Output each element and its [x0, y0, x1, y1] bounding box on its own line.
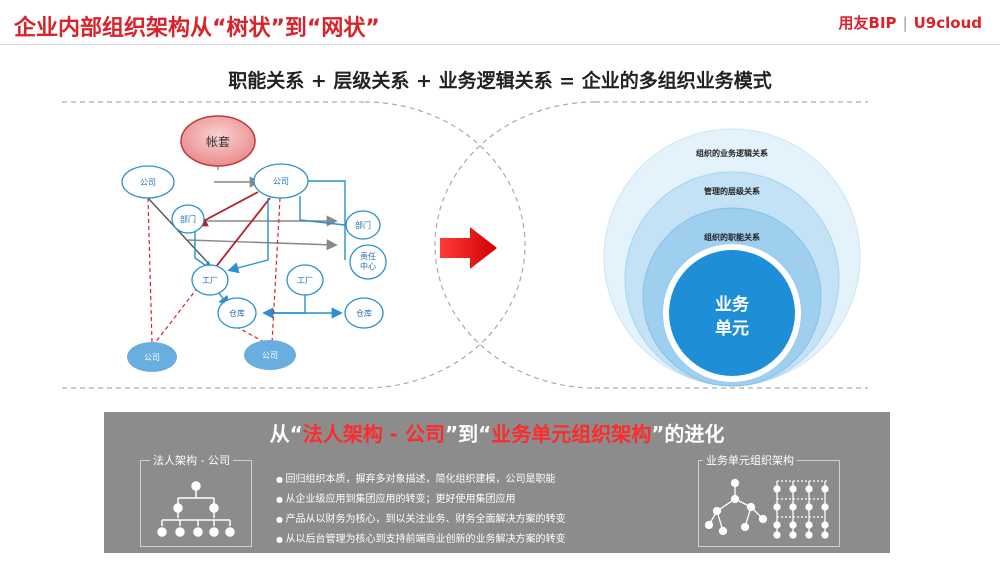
ring-label-business-logic: 组织的业务逻辑关系: [696, 148, 768, 158]
svg-text:工厂: 工厂: [297, 276, 313, 285]
root-node: 帐套: [180, 115, 256, 167]
node-warehouse-left: 仓库: [217, 297, 257, 329]
right-dashed-boundary: [434, 101, 868, 389]
connector: [305, 180, 346, 260]
page-title: 企业内部组织架构从“树状”到“网状”: [14, 16, 380, 41]
legal-structure-label: 法人架构 - 公司: [150, 452, 233, 468]
svg-text:公司: 公司: [273, 177, 289, 186]
svg-text:公司: 公司: [262, 351, 278, 360]
business-unit-label: 业务单元组织架构: [703, 452, 797, 468]
node-warehouse-right: 仓库: [344, 297, 384, 329]
network-structure-icon: [705, 478, 829, 539]
logo-product: U9cloud: [913, 14, 982, 32]
node-company-top-left: 公司: [121, 165, 175, 199]
responsibility-center-line1: 责任中心: [360, 251, 376, 271]
logo-brand: 用友BIP: [838, 14, 897, 32]
bullet-item: 从以后台管理为核心到支持前端商业创新的业务解决方案的转变: [276, 530, 696, 550]
evolution-bullets: 回归组织本质，摒弃多对象描述，简化组织建模，公司是职能 从企业级应用到集团应用的…: [276, 470, 696, 550]
connector: [262, 293, 306, 319]
node-responsibility-center: 责任中心: [349, 244, 387, 280]
svg-text:工厂: 工厂: [202, 276, 218, 285]
business-unit-highlight: 业务单元组织架构: [491, 422, 652, 446]
connector: [187, 239, 338, 251]
formula-subtitle: 职能关系 + 层级关系 + 业务逻辑关系 = 企业的多组织业务模式: [228, 70, 772, 92]
node-dept-right: 部门: [345, 210, 381, 240]
svg-text:公司: 公司: [144, 353, 160, 362]
connector: [154, 281, 203, 344]
bullet-item: 产品从以财务为核心，到以关注业务、财务全面解决方案的转变: [276, 510, 696, 530]
connector: [214, 197, 271, 269]
brand-logo: 用友BIP|U9cloud: [838, 14, 982, 32]
root-label: 帐套: [206, 134, 230, 149]
connector: [192, 191, 259, 227]
bullet-item: 回归组织本质，摒弃多对象描述，简化组织建模，公司是职能: [276, 470, 696, 490]
header-divider: [0, 44, 1000, 45]
svg-text:仓库: 仓库: [356, 308, 372, 318]
left-dashed-boundary: [62, 101, 526, 389]
organization-diagram: 帐套 公司 公司 部门 部门 责任中心 工厂 工厂 仓库 仓库 公司: [62, 101, 868, 389]
connector: [271, 197, 281, 344]
core-label-line1: 业务: [715, 294, 750, 315]
node-company-top-right: 公司: [253, 163, 309, 199]
concentric-rings: 组织的业务逻辑关系 管理的层级关系 组织的职能关系 业务 单元: [603, 128, 861, 387]
node-factory-right: 工厂: [286, 264, 324, 296]
legal-structure-highlight: 法人架构 - 公司: [302, 422, 445, 446]
svg-text:仓库: 仓库: [229, 308, 245, 318]
connector: [147, 197, 153, 344]
ring-label-functional: 组织的职能关系: [704, 232, 760, 242]
node-company-bottom-left: 公司: [127, 342, 177, 372]
node-dept-left: 部门: [171, 204, 205, 234]
svg-text:部门: 部门: [355, 220, 371, 230]
core-label-line2: 单元: [715, 318, 749, 339]
evolution-title: 从“法人架构 - 公司”到“业务单元组织架构”的进化: [269, 422, 725, 446]
tree-structure-icon: [157, 481, 235, 537]
svg-text:部门: 部门: [180, 214, 196, 224]
svg-text:公司: 公司: [140, 178, 156, 187]
ring-label-hierarchy: 管理的层级关系: [704, 186, 760, 196]
core-circle: [669, 250, 795, 376]
node-factory-left: 工厂: [191, 264, 229, 296]
bullet-item: 从企业级应用到集团应用的转变；更好使用集团应用: [276, 490, 696, 510]
transition-arrow: [440, 227, 497, 269]
connector: [227, 198, 269, 274]
connector: [299, 196, 346, 226]
node-company-bottom-right: 公司: [244, 340, 296, 370]
connector: [147, 197, 211, 266]
